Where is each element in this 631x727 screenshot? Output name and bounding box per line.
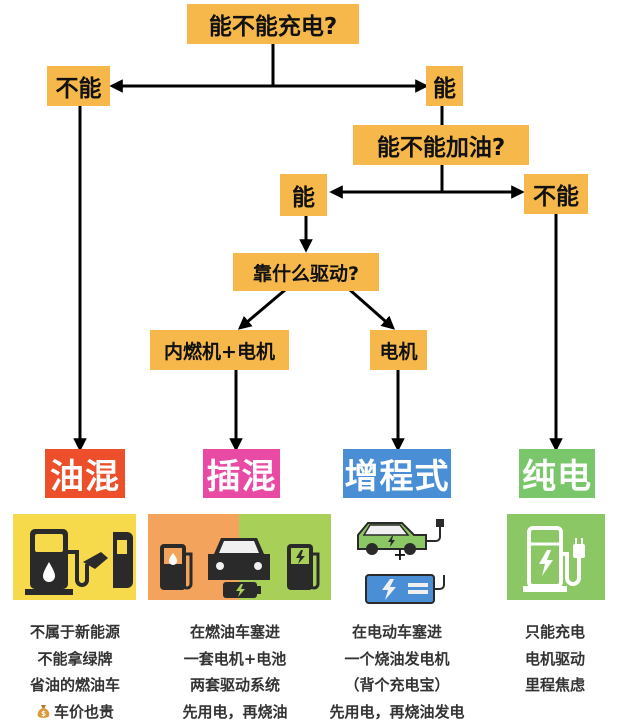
description-line: 里程焦虑 xyxy=(524,676,585,694)
question-drive-type: 靠什么驱动? xyxy=(233,253,379,291)
answer-refuel-no: 不能 xyxy=(524,174,588,214)
answer-refuel-yes: 能 xyxy=(280,174,327,216)
description-line: 两套驱动系统 xyxy=(189,676,280,694)
fuel-car-battery-icon xyxy=(148,514,331,600)
svg-text:$: $ xyxy=(41,710,46,718)
erev-plus-sign: + xyxy=(393,545,407,564)
description-hev: 不属于新能源 不能拿绿牌 省油的燃油车 $ 车价也贵 xyxy=(10,619,140,725)
description-line: 一套电机+电池 xyxy=(183,649,287,668)
electric-car-power-bank-icon xyxy=(352,505,452,613)
description-erev: 在电动车塞进 一个烧油发电机 （背个充电宝） 先用电，再烧油发电 xyxy=(318,619,476,725)
description-line: 只能充电 xyxy=(524,623,585,641)
ev-charger-icon xyxy=(507,514,605,600)
description-bev: 只能充电 电机驱动 里程焦虑 xyxy=(505,619,605,699)
category-erev: 增程式 xyxy=(343,449,451,498)
description-line: 在电动车塞进 xyxy=(351,623,442,641)
money-bag-icon: $ xyxy=(36,701,51,718)
description-phev: 在燃油车塞进 一套电机+电池 两套驱动系统 先用电，再烧油 xyxy=(160,619,310,725)
arrow-to-drive-ice xyxy=(237,288,286,330)
description-line: 不能拿绿牌 xyxy=(37,649,113,668)
description-line: 在燃油车塞进 xyxy=(189,623,280,641)
description-line: （背个充电宝） xyxy=(344,676,450,694)
question-can-charge: 能不能充电? xyxy=(187,4,359,44)
description-line: 先用电，再烧油 xyxy=(182,702,288,721)
description-line: $ 车价也贵 xyxy=(10,699,140,726)
description-line: 不属于新能源 xyxy=(29,623,120,641)
description-line: 一个烧油发电机 xyxy=(344,649,450,668)
arrow-to-drive-motor xyxy=(349,288,396,330)
description-line: 电机驱动 xyxy=(524,649,585,668)
fuel-pump-icon xyxy=(13,514,136,600)
category-bev: 纯电 xyxy=(519,449,595,498)
answer-drive-ice-motor: 内燃机+电机 xyxy=(150,330,289,370)
answer-charge-yes: 能 xyxy=(426,66,463,106)
category-phev: 插混 xyxy=(203,449,280,498)
answer-drive-motor: 电机 xyxy=(370,330,427,370)
answer-charge-no: 不能 xyxy=(47,66,110,106)
description-line: 先用电，再烧油发电 xyxy=(329,702,465,721)
question-can-refuel: 能不能加油? xyxy=(353,125,529,165)
category-hev: 油混 xyxy=(45,449,125,498)
description-line: 省油的燃油车 xyxy=(29,676,120,694)
